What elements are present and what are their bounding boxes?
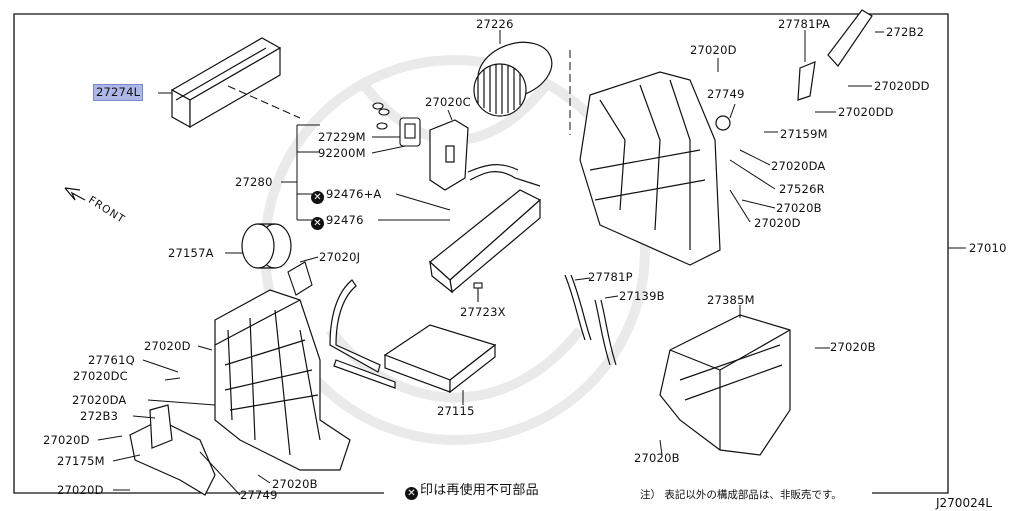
blower-housing-part <box>579 9 873 266</box>
footnote: 注） 表記以外の構成部品は、非販売です。 <box>640 489 842 501</box>
part-label-27115: 27115 <box>437 404 475 418</box>
part-label-27781P: 27781P <box>588 270 633 284</box>
intake-unit-part <box>659 314 791 456</box>
diagram-border <box>13 13 949 494</box>
part-label-27020B: 27020B <box>776 201 822 215</box>
part-label-27157A: 27157A <box>168 246 214 260</box>
part-label-27020DA: 27020DA <box>72 393 127 407</box>
part-label-27020D: 27020D <box>690 43 737 57</box>
part-label-92476A: ✕92476+A <box>311 188 382 204</box>
part-label-27226: 27226 <box>476 17 514 31</box>
expansion-valve-part <box>372 102 421 147</box>
heater-unit-left-part <box>129 289 351 496</box>
part-label-92476: ✕92476 <box>311 214 364 230</box>
air-filter-part <box>170 37 282 129</box>
not-reusable-icon: ✕ <box>405 487 418 500</box>
blower-fan-part <box>473 41 553 117</box>
part-label-27020DD: 27020DD <box>874 79 930 93</box>
part-label-27020B: 27020B <box>830 340 876 354</box>
part-label-27761Q: 27761Q <box>88 353 135 367</box>
part-label-27385M: 27385M <box>707 293 755 307</box>
part-label-27020D: 27020D <box>57 483 104 497</box>
part-label-27020C: 27020C <box>425 95 471 109</box>
part-label-27020B: 27020B <box>272 477 318 491</box>
part-label-27020DA: 27020DA <box>771 159 826 173</box>
part-label-27723X: 27723X <box>460 305 506 319</box>
part-label-27020D: 27020D <box>754 216 801 230</box>
foam-pad-part <box>241 223 292 269</box>
front-arrow <box>64 187 86 201</box>
part-label-27175M: 27175M <box>57 454 105 468</box>
clip-part <box>287 261 313 296</box>
part-label-27749: 27749 <box>707 87 745 101</box>
part-label-27020DC: 27020DC <box>73 369 128 383</box>
part-label-27020J: 27020J <box>319 250 361 264</box>
evaporator-part <box>429 164 542 294</box>
not-reusable-icon: ✕ <box>311 217 324 230</box>
part-label-27749: 27749 <box>240 488 278 502</box>
part-label-27229M: 27229M <box>318 130 366 144</box>
part-label-27781PA: 27781PA <box>778 17 831 31</box>
not-reusable-icon: ✕ <box>311 191 324 204</box>
part-label-27020DD: 27020DD <box>838 105 894 119</box>
non-reusable-legend: ✕印は再使用不可部品 <box>405 484 539 500</box>
diagram-code: J270024L <box>936 496 993 510</box>
part-label-27526R: 27526R <box>779 182 825 196</box>
part-label-272B2: 272B2 <box>886 25 925 39</box>
bolt-part <box>473 282 483 302</box>
part-label-27020D: 27020D <box>144 339 191 353</box>
part-label-272B3: 272B3 <box>80 409 119 423</box>
part-label-27020B: 27020B <box>634 451 680 465</box>
part-label-27274L[interactable]: 27274L <box>93 84 144 101</box>
part-label-27139B: 27139B <box>619 289 665 303</box>
part-label-27010: 27010 <box>969 241 1007 255</box>
duct-hose-part <box>564 274 617 366</box>
part-label-92200M: 92200M <box>318 146 366 160</box>
heater-core-part <box>329 279 497 394</box>
part-label-27020D: 27020D <box>43 433 90 447</box>
seal-pad-part <box>429 119 469 191</box>
part-label-27280: 27280 <box>235 175 273 189</box>
part-label-27159M: 27159M <box>780 127 828 141</box>
